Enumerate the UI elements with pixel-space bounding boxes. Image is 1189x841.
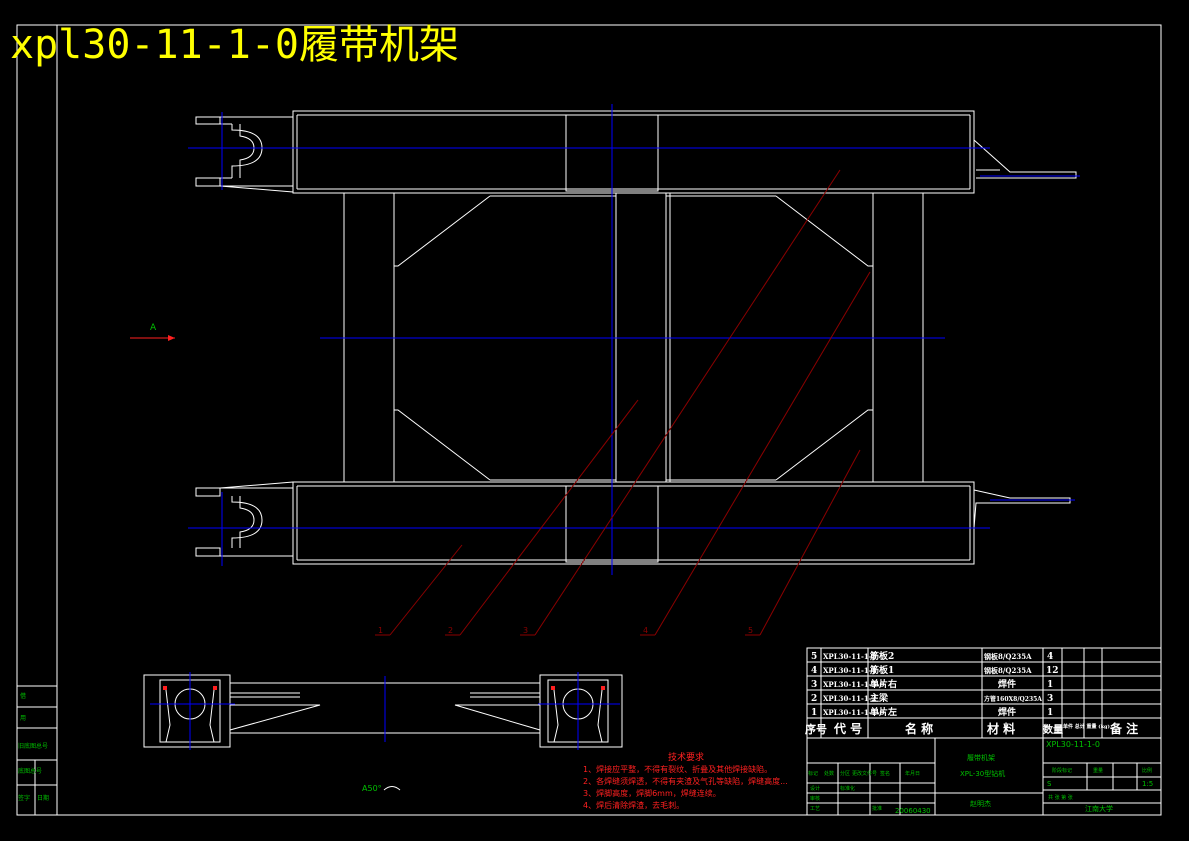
note-1: 1、焊接应平整，不得有裂纹、折叠及其他焊接缺陷。 — [583, 764, 772, 774]
bom-row-1-qty: 4 — [1047, 652, 1053, 662]
side-label-2: 旧底图总号 — [18, 742, 48, 750]
balloon-3: 3 — [523, 626, 528, 635]
technical-notes: 技术要求 1、焊接应平整，不得有裂纹、折叠及其他焊接缺陷。 2、各焊缝须焊透，不… — [583, 751, 788, 810]
notes-heading: 技术要求 — [668, 751, 704, 763]
bom-row-3-code: XPL30-11-1-3-0 — [823, 680, 884, 689]
balloon-5: 5 — [748, 626, 753, 635]
tb-sheet: 共 张 第 张 — [1048, 794, 1073, 801]
centerlines — [188, 104, 1080, 575]
bom-header-code: 代 号 — [833, 721, 862, 736]
bom-row-1-material: 钢板8/Q235A — [984, 652, 1032, 661]
bom-row-5-code: XPL30-11-1-1-0 — [823, 708, 884, 717]
section-centerlines — [150, 672, 620, 750]
side-label-1: 用 — [20, 715, 26, 722]
bom-row-1-no: 5 — [811, 652, 817, 662]
bom-row-4-no: 2 — [811, 694, 817, 704]
bom-header-remark: 备 注 — [1109, 721, 1138, 736]
balloon-4: 4 — [643, 626, 648, 635]
bom-row-2-no: 4 — [811, 666, 817, 676]
tb-left-5: 年月日 — [905, 770, 920, 777]
side-label-3: 底图总号 — [18, 767, 42, 775]
bom-row-3-no: 3 — [811, 680, 817, 690]
tb-role-2: 审核 — [810, 795, 820, 802]
bom-row-2-material: 钢板8/Q235A — [984, 666, 1032, 675]
bom-header-material: 材 料 — [986, 721, 1015, 736]
tb-left-3: 更改文件号 — [852, 770, 877, 777]
tb-left-0: 标记 — [808, 770, 818, 777]
bom-row-3-name: 单片右 — [870, 678, 897, 690]
tb-school: 江南大学 — [1085, 804, 1113, 813]
bom-row-2-name: 筋板1 — [869, 664, 894, 676]
side-label-0: 借 — [20, 692, 26, 700]
section-marks-red — [163, 686, 605, 690]
leader-lines — [375, 169, 871, 636]
section-marker-a: A — [130, 323, 175, 341]
drawing-title: xpl30-11-1-0履带机架 — [10, 22, 459, 68]
note-3: 3、焊脚高度，焊脚6mm，焊缝连续。 — [583, 788, 721, 798]
tb-part-name: 履带机架 — [967, 753, 995, 762]
side-label-4: 签字 — [18, 794, 30, 802]
bom-row-4-name: 主梁 — [870, 692, 889, 704]
bom-row-1-code: XPL30-11-1-5 — [823, 652, 877, 661]
bom-header-no: 序号 — [805, 722, 827, 736]
tb-ratio: 比例 — [1142, 767, 1152, 774]
title-block: XPL30-11-1-0 履带机架 XPL-30型钻机 赵明杰 江南大学 阶段标… — [806, 737, 1162, 816]
tb-role-4: 批准 — [872, 805, 882, 812]
bom-row-4-code: XPL30-11-1-2 — [823, 694, 877, 703]
view-label: A50° — [362, 784, 382, 793]
bom-header-qty: 数量 — [1043, 723, 1063, 736]
tb-left-2: 分区 — [840, 770, 850, 777]
tb-scale: 1:5 — [1142, 780, 1153, 788]
section-view — [143, 674, 623, 748]
note-2: 2、各焊缝须焊透，不得有夹渣及气孔等缺陷，焊缝高度... — [583, 776, 788, 786]
drawing-frame — [16, 24, 1162, 816]
bom-header-name: 名 称 — [905, 721, 933, 736]
bom-row-4-qty: 3 — [1047, 694, 1053, 704]
tb-product: XPL-30型钻机 — [960, 769, 1005, 778]
tb-s-mark: S — [1047, 780, 1052, 788]
tb-date: 20060430 — [895, 807, 931, 815]
balloon-1: 1 — [378, 626, 383, 635]
balloon-2: 2 — [448, 626, 453, 635]
bom-table: 5 XPL30-11-1-5 筋板2 钢板8/Q235A 4 4 XPL30-1… — [805, 647, 1162, 739]
bom-row-3-material: 焊件 — [998, 678, 1016, 690]
tb-role-1: 标准化 — [840, 785, 855, 792]
bom-row-5-qty: 1 — [1047, 708, 1053, 718]
tb-drawing-no: XPL30-11-1-0 — [1046, 740, 1100, 749]
tb-left-4: 签名 — [880, 770, 890, 777]
bom-row-5-material: 焊件 — [998, 706, 1016, 718]
bom-row-1-name: 筋板2 — [869, 650, 894, 662]
tb-role-0: 设计 — [810, 785, 820, 792]
bom-header-weight: 单件 总计 重量 (kg) — [1063, 723, 1110, 730]
bom-row-3-qty: 1 — [1047, 680, 1053, 690]
tb-role-3: 工艺 — [810, 806, 820, 812]
tb-weight: 重量 — [1093, 767, 1103, 774]
side-block: 借 用 旧底图总号 底图总号 签字 日期 — [16, 685, 58, 816]
side-label-5: 日期 — [37, 794, 49, 802]
bom-row-4-material: 方管160X8/Q235A — [984, 695, 1042, 703]
bom-row-5-no: 1 — [811, 708, 817, 718]
tb-stage: 阶段标记 — [1052, 767, 1072, 774]
section-label: A — [150, 323, 157, 333]
bom-row-2-qty: 12 — [1046, 666, 1059, 676]
bom-row-5-name: 单片左 — [870, 706, 897, 718]
note-4: 4、焊后清除焊渣，去毛刺。 — [583, 800, 684, 810]
tb-drawer: 赵明杰 — [970, 799, 991, 808]
balloon-labels: 1 2 3 4 5 — [378, 626, 753, 635]
tb-left-1: 处数 — [824, 770, 834, 777]
bom-row-2-code: XPL30-11-1-4 — [823, 666, 877, 675]
